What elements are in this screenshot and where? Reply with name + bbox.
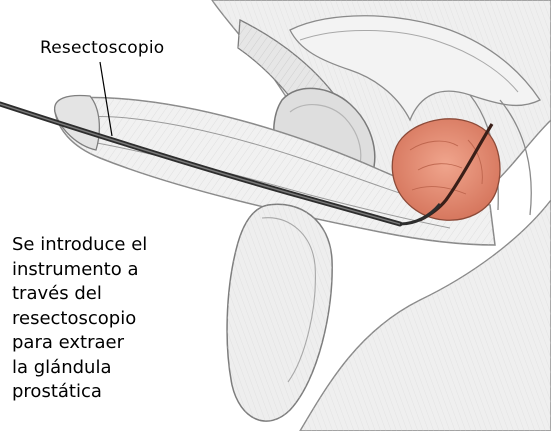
scrotum <box>227 204 332 421</box>
caption-line: resectoscopio <box>12 307 202 332</box>
caption: Se introduce el instrumento a través del… <box>12 233 202 405</box>
prostate <box>392 119 500 220</box>
caption-line: para extraer <box>12 331 202 356</box>
caption-line: través del <box>12 282 202 307</box>
caption-line: prostática <box>12 380 202 405</box>
caption-line: Se introduce el <box>12 233 202 258</box>
caption-line: instrumento a <box>12 258 202 283</box>
resectoscope-label: Resectoscopio <box>40 38 164 58</box>
caption-line: la glándula <box>12 356 202 381</box>
